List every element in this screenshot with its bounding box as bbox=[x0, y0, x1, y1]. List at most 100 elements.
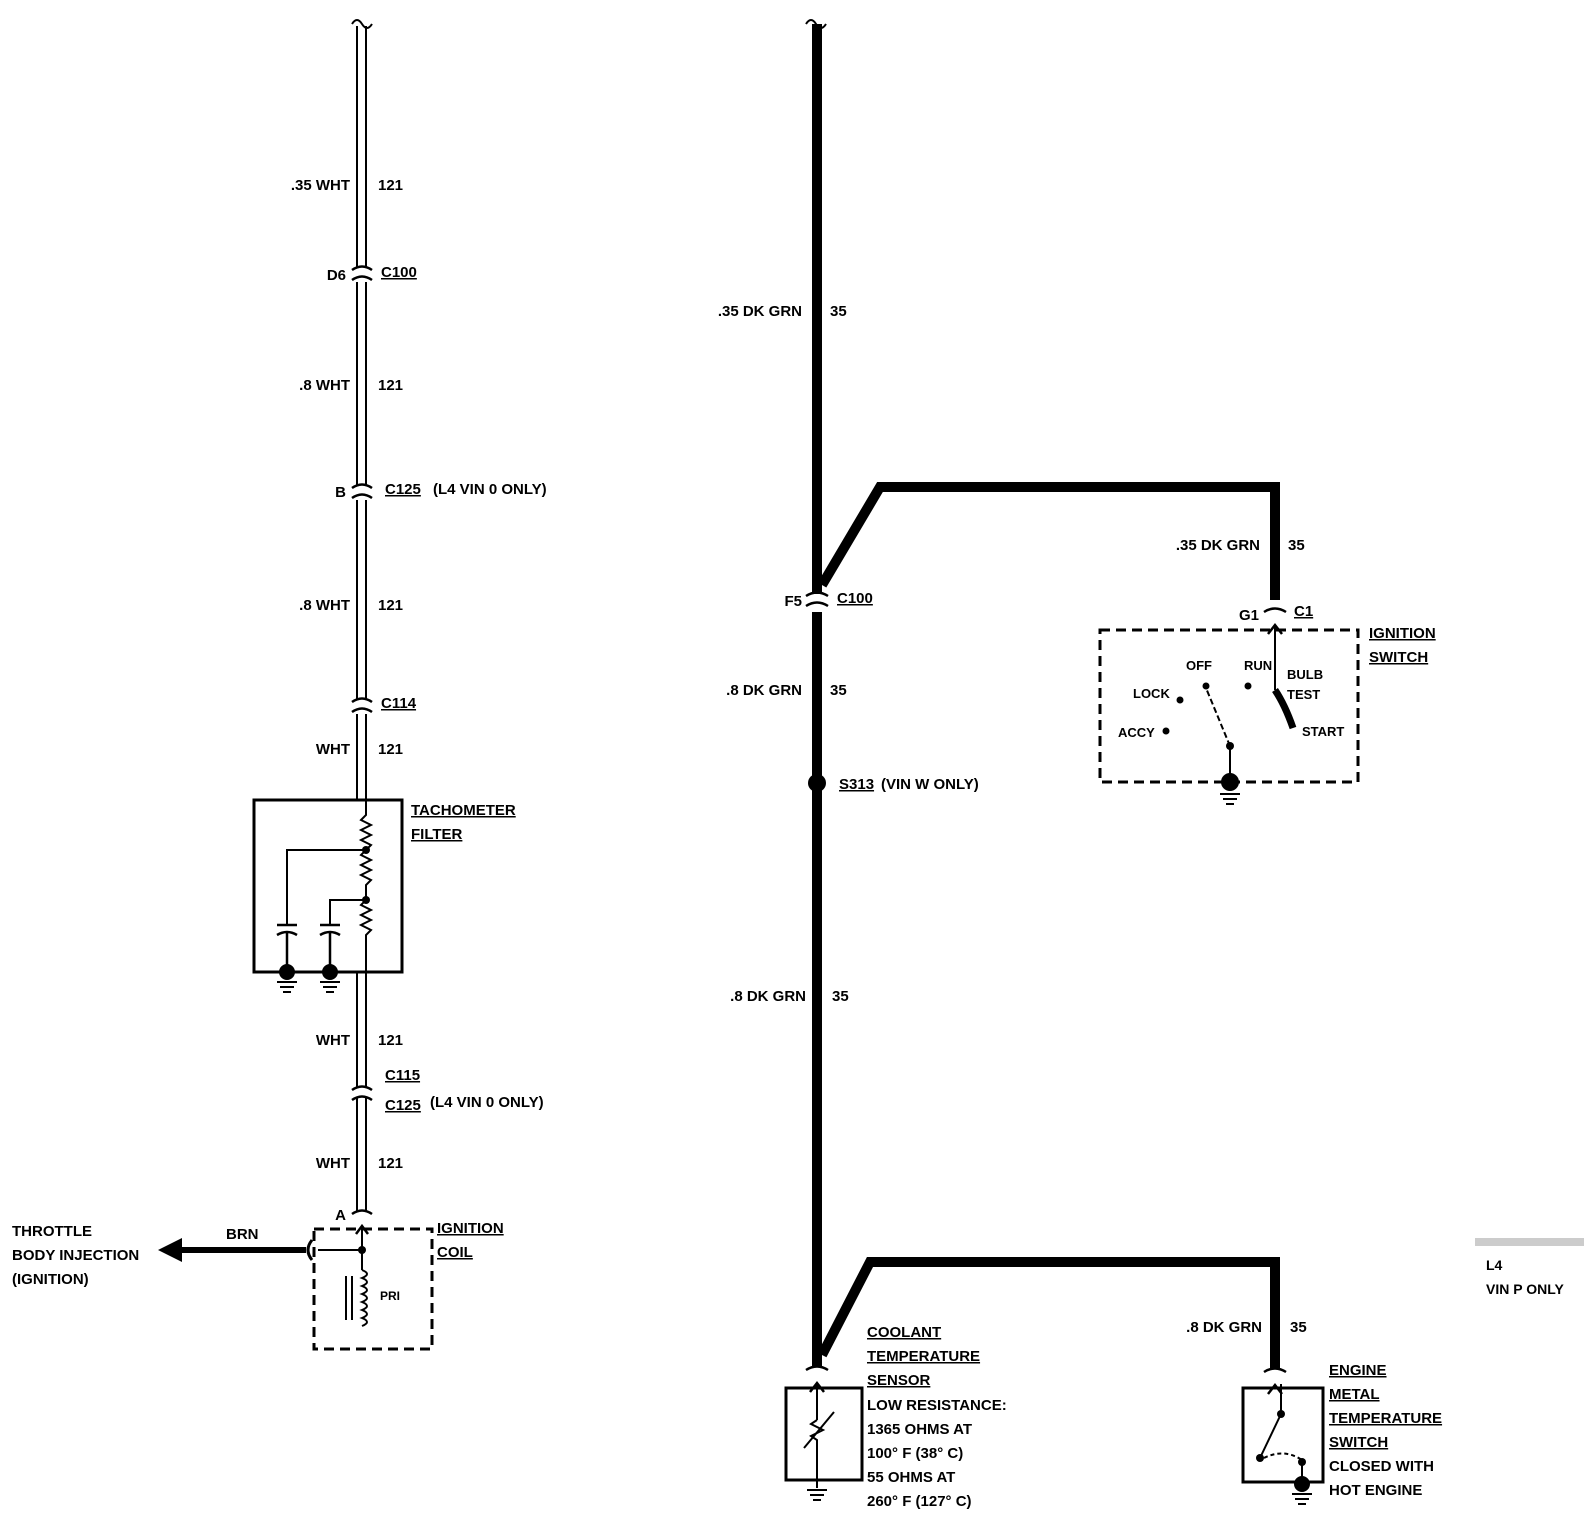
connector-name-label: C1 bbox=[1294, 603, 1313, 620]
contact-dot bbox=[1202, 682, 1210, 690]
component-label: TEMPERATURE bbox=[1329, 1410, 1442, 1427]
component-label: SWITCH bbox=[1329, 1434, 1388, 1451]
component-label: COOLANT bbox=[867, 1324, 941, 1341]
component-spec: CLOSED WITH bbox=[1329, 1458, 1434, 1475]
component-label: IGNITION bbox=[1369, 625, 1436, 642]
contact-dot bbox=[1176, 696, 1184, 704]
circuit-number-label: 35 bbox=[1288, 537, 1305, 554]
coil-winding-icon bbox=[359, 1269, 368, 1327]
capacitor-icon bbox=[319, 923, 341, 968]
component-label: TACHOMETER bbox=[411, 802, 516, 819]
component-label: FILTER bbox=[411, 826, 463, 843]
connector-name-label: C100 bbox=[837, 590, 873, 607]
wire-gauge-label: BRN bbox=[226, 1226, 259, 1243]
component-spec: 55 OHMS AT bbox=[867, 1469, 955, 1486]
connector-symbol bbox=[306, 1239, 314, 1261]
component-label: ENGINE bbox=[1329, 1362, 1387, 1379]
start-contact bbox=[1272, 688, 1297, 730]
component-box bbox=[1241, 1386, 1325, 1484]
ignition-coil: A PRI IGNITION COIL bbox=[312, 1207, 504, 1351]
connector-pin-label: F5 bbox=[784, 593, 802, 610]
connector-pin-label: A bbox=[335, 1207, 346, 1224]
position-label: BULB bbox=[1287, 667, 1323, 682]
connector-note-label: (L4 VIN 0 ONLY) bbox=[430, 1094, 544, 1111]
wire-gauge-label: .8 WHT bbox=[299, 597, 350, 614]
connector-pin-label: D6 bbox=[327, 267, 346, 284]
circuit-number-label: 121 bbox=[378, 377, 403, 394]
connector-name-label: C125 bbox=[385, 1097, 421, 1114]
tbi-lead: BRN THROTTLE BODY INJECTION (IGNITION) bbox=[12, 1223, 314, 1288]
connector-note-label: (L4 VIN 0 ONLY) bbox=[433, 481, 547, 498]
component-box bbox=[312, 1227, 434, 1351]
component-box bbox=[252, 798, 404, 974]
wire-gauge-label: .8 WHT bbox=[299, 377, 350, 394]
thermistor-icon bbox=[809, 1419, 826, 1480]
wire-break-symbol bbox=[351, 19, 373, 29]
position-label: START bbox=[1302, 724, 1344, 739]
wire-gauge-label: .8 DK GRN bbox=[730, 988, 806, 1005]
component-spec: 1365 OHMS AT bbox=[867, 1421, 972, 1438]
position-label: ACCY bbox=[1118, 725, 1155, 740]
coil-pri-label: PRI bbox=[380, 1289, 400, 1303]
splice-note-label: (VIN W ONLY) bbox=[881, 776, 979, 793]
component-label: SENSOR bbox=[867, 1372, 931, 1389]
contact-dot bbox=[1162, 727, 1170, 735]
position-label: OFF bbox=[1186, 658, 1212, 673]
wire-35 bbox=[812, 24, 1280, 1368]
ground-icon bbox=[320, 964, 340, 993]
filter-wire bbox=[286, 849, 366, 925]
resistor-icon bbox=[358, 800, 374, 972]
switch-travel bbox=[1263, 1452, 1303, 1461]
wire-gauge-label: WHT bbox=[316, 1032, 350, 1049]
component-label: TEMPERATURE bbox=[867, 1348, 980, 1365]
circuit-number-label: 121 bbox=[378, 1032, 403, 1049]
side-note-label: L4 bbox=[1486, 1257, 1503, 1273]
component-label: METAL bbox=[1329, 1386, 1380, 1403]
component-spec: LOW RESISTANCE: bbox=[867, 1397, 1007, 1414]
connector-name-label: C125 bbox=[385, 481, 421, 498]
component-box bbox=[784, 1386, 864, 1482]
position-label: TEST bbox=[1287, 687, 1320, 702]
tachometer-filter: TACHOMETER FILTER bbox=[252, 798, 516, 993]
wire-gauge-label: .35 DK GRN bbox=[1176, 537, 1260, 554]
circuit-121: .35 WHT 121 D6 C100 .8 WHT 121 B C125 (L… bbox=[12, 19, 547, 1351]
wire-121 bbox=[356, 26, 367, 1212]
circuit-35: .35 DK GRN 35 F5 C100 .8 DK GRN 35 S313 … bbox=[718, 19, 1442, 1510]
wire-gauge-label: .8 DK GRN bbox=[1186, 1319, 1262, 1336]
switch-arm bbox=[1259, 1413, 1282, 1459]
destination-label: BODY INJECTION bbox=[12, 1247, 139, 1264]
destination-label: THROTTLE bbox=[12, 1223, 92, 1240]
capacitor-icon bbox=[276, 923, 298, 968]
circuit-number-label: 35 bbox=[832, 988, 849, 1005]
circuit-number-label: 121 bbox=[378, 597, 403, 614]
position-label: LOCK bbox=[1133, 686, 1170, 701]
ground-icon bbox=[807, 1480, 827, 1501]
wire-gauge-label: .35 DK GRN bbox=[718, 303, 802, 320]
connector-pin-label: B bbox=[335, 484, 346, 501]
ignition-switch: OFF RUN BULB TEST LOCK ACCY START IGNITI… bbox=[1098, 625, 1436, 805]
switch-arm bbox=[1205, 687, 1231, 747]
side-note-shading bbox=[1475, 1238, 1584, 1246]
component-box bbox=[1098, 628, 1360, 784]
thermistor-arrow bbox=[803, 1411, 835, 1449]
coolant-temperature-sensor: COOLANT TEMPERATURE SENSOR LOW RESISTANC… bbox=[784, 1324, 1007, 1510]
circuit-number-label: 35 bbox=[830, 682, 847, 699]
connector-symbol bbox=[351, 265, 373, 282]
connector-symbol bbox=[351, 1085, 373, 1102]
position-label: RUN bbox=[1244, 658, 1272, 673]
component-label: COIL bbox=[437, 1244, 473, 1261]
component-label: IGNITION bbox=[437, 1220, 504, 1237]
ground-icon bbox=[1292, 1462, 1312, 1505]
circuit-number-label: 121 bbox=[378, 1155, 403, 1172]
circuit-number-label: 35 bbox=[1290, 1319, 1307, 1336]
contact-dot bbox=[1244, 682, 1252, 690]
wire-gauge-label: .35 WHT bbox=[291, 177, 350, 194]
component-spec: 260° F (127° C) bbox=[867, 1493, 972, 1510]
contact-dot bbox=[1256, 1454, 1264, 1462]
connector-name-label: C114 bbox=[381, 695, 417, 712]
connector-symbol bbox=[351, 697, 373, 714]
wire-gauge-label: WHT bbox=[316, 741, 350, 758]
arrow-left-icon bbox=[158, 1238, 182, 1262]
wire-gauge-label: WHT bbox=[316, 1155, 350, 1172]
